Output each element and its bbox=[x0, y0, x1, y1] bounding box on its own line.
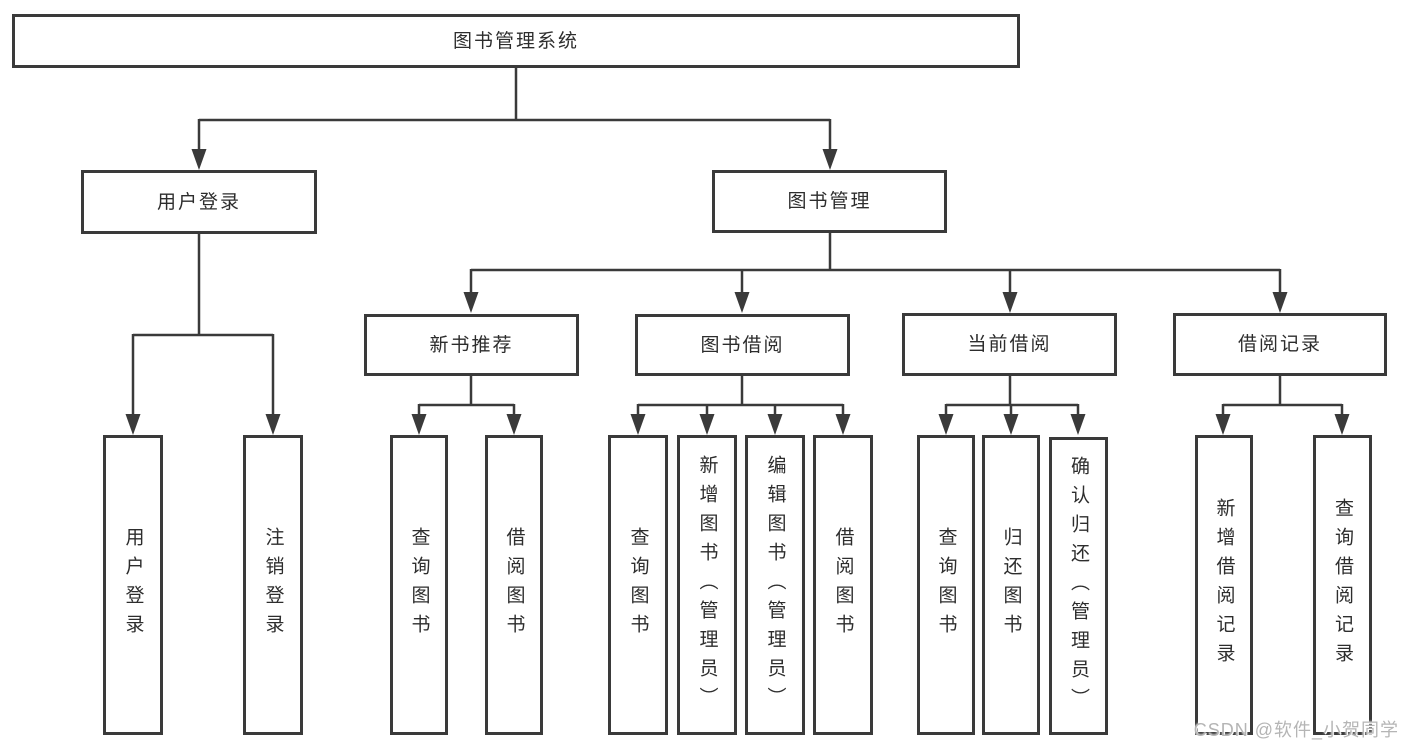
node-book-management: 图书管理 bbox=[712, 170, 947, 233]
leaf-query-borrow-record: 查询借阅记录 bbox=[1313, 435, 1372, 735]
leaf-user-login: 用户登录 bbox=[103, 435, 163, 735]
node-book-borrowing: 图书借阅 bbox=[635, 314, 850, 376]
leaf-add-borrow-record: 新增借阅记录 bbox=[1195, 435, 1253, 735]
leaf-borrow-books-2: 借阅图书 bbox=[813, 435, 873, 735]
connector-book-management-fork bbox=[463, 233, 1288, 313]
node-library-management-system: 图书管理系统 bbox=[12, 14, 1020, 68]
leaf-query-books-2: 查询图书 bbox=[608, 435, 668, 735]
leaf-query-books-1: 查询图书 bbox=[390, 435, 448, 735]
connector-root-fork bbox=[191, 68, 838, 170]
leaf-query-books-3: 查询图书 bbox=[917, 435, 975, 735]
node-borrowing-records: 借阅记录 bbox=[1173, 313, 1387, 376]
node-new-book-recommend: 新书推荐 bbox=[364, 314, 579, 376]
leaf-confirm-return-admin: 确认归还（管理员） bbox=[1049, 437, 1108, 735]
connector-user-login-fork bbox=[125, 234, 281, 435]
csdn-watermark: CSDN @软件_小贺同学 bbox=[1193, 720, 1399, 740]
connector-borrowing-records-fork bbox=[1215, 376, 1350, 435]
leaf-return-books: 归还图书 bbox=[982, 435, 1040, 735]
connector-new-book-recommend-fork bbox=[411, 376, 522, 435]
leaf-borrow-books-1: 借阅图书 bbox=[485, 435, 543, 735]
node-user-login: 用户登录 bbox=[81, 170, 317, 234]
node-current-borrowing: 当前借阅 bbox=[902, 313, 1117, 376]
leaf-edit-book-admin: 编辑图书（管理员） bbox=[745, 435, 805, 735]
leaf-add-book-admin: 新增图书（管理员） bbox=[677, 435, 737, 735]
connector-book-borrowing-fork bbox=[630, 376, 851, 435]
connector-current-borrowing-fork bbox=[938, 376, 1086, 435]
leaf-logout: 注销登录 bbox=[243, 435, 303, 735]
